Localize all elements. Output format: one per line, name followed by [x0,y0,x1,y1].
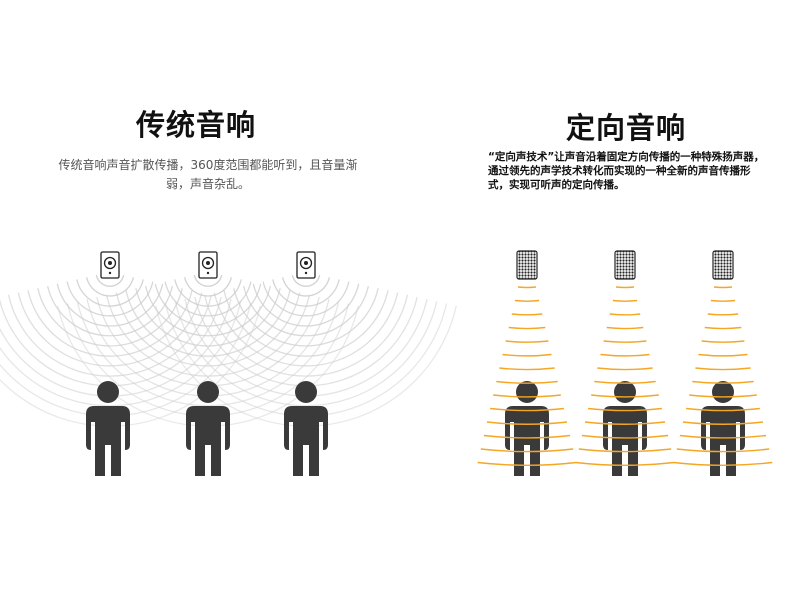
sound-wave-arc [262,281,350,317]
sound-beam-line [689,394,757,398]
sound-wave-arc [144,285,272,337]
sound-wave-arc [203,294,409,377]
sound-wave-arc [17,292,203,367]
sound-wave-arc [37,288,183,347]
speaker-array-icon [516,250,538,280]
sound-beam-line [490,407,564,412]
speaker-cone-icon [198,251,218,279]
sound-wave-arc [242,285,370,337]
speaker-cone-icon [296,251,316,279]
directional-speaker-3 [712,250,734,280]
sound-beam-line [679,434,767,439]
sound-wave-arc [174,279,242,307]
sound-beam-line [483,434,571,439]
sound-wave-arc [46,285,174,337]
sound-wave-arc [174,301,438,407]
sound-wave-arc [85,277,135,297]
sound-wave-arc [125,290,291,357]
sound-beam-line [588,407,662,412]
speaker-array-icon [614,250,636,280]
sound-beam-line [514,299,540,302]
sound-wave-arc [164,281,252,317]
sound-beam-line [701,340,745,343]
sound-beam-line [686,407,760,412]
traditional-speaker-3 [296,251,316,279]
directional-description: “定向声技术”让声音沿着固定方向传播的一种特殊扬声器，通过领先的声学技术转化而实… [488,151,765,191]
sound-wave-arc [76,279,144,307]
sound-beam-line [493,394,561,398]
sound-wave-arc [183,277,233,297]
sound-wave-arc [272,279,340,307]
sound-beam-line [704,326,742,330]
directional-speaker-1 [516,250,538,280]
sound-beam-line [695,367,751,371]
sound-wave-arc [115,292,301,367]
sound-wave-arc [233,288,379,347]
sound-wave-arc [76,301,340,407]
sound-wave-arc [252,283,360,327]
sound-wave-arc [291,274,321,287]
sound-beam-line [615,286,635,289]
sound-wave-arc [56,283,164,327]
sound-beam-line [496,380,558,384]
directional-speaker-2 [614,250,636,280]
sound-beam-line [581,434,669,439]
sound-beam-line [594,380,656,384]
person-icon [603,381,647,476]
sound-beam-line [609,313,641,316]
speaker-array-icon [712,250,734,280]
sound-wave-arc [135,288,281,347]
sound-beam-line [676,448,770,453]
sound-wave-arc [213,292,399,367]
traditional-speaker-2 [198,251,218,279]
sound-wave-arc [66,281,154,317]
directional-listeners [505,381,745,476]
sound-beam-line [612,299,638,302]
traditional-description: 传统音响声音扩散传播，360度范围都能听到，且音量渐弱，声音杂乱。 [58,158,358,191]
sound-beam-line [477,461,577,466]
sound-beam-line [673,461,773,466]
sound-beam-line [575,461,675,466]
sound-beam-line [713,286,733,289]
sound-beam-line [591,394,659,398]
sound-beam-line [707,313,739,316]
sound-wave-arc [105,294,311,377]
sound-beam-line [710,299,736,302]
sound-beam-line [698,353,748,357]
sound-wave-arc [95,274,125,287]
sound-beam-line [511,313,543,316]
sound-beam-line [502,353,552,357]
sound-wave-arc [7,294,213,377]
sound-beam-line [603,340,647,343]
sound-beam-line [505,340,549,343]
sound-wave-arc [223,290,389,357]
speaker-cone-icon [100,251,120,279]
sound-wave-arc [27,290,193,357]
sound-beam-line [692,380,754,384]
sound-beam-line [584,421,666,425]
sound-wave-arc [281,277,331,297]
traditional-sound-waves [0,274,457,427]
sound-beam-line [486,421,568,425]
sound-wave-arc [154,283,262,327]
sound-wave-arc [193,274,223,287]
sound-wave-arc [0,301,242,407]
person-icon [505,381,549,476]
sound-beam-line [517,286,537,289]
person-icon [701,381,745,476]
sound-beam-line [480,448,574,453]
sound-beam-line [508,326,546,330]
sound-beam-line [578,448,672,453]
traditional-title: 传统音响 [136,108,257,142]
directional-sound-beams [477,286,773,466]
sound-beam-line [600,353,650,357]
traditional-speaker-1 [100,251,120,279]
directional-title: 定向音响 [566,111,687,145]
sound-beam-line [682,421,764,425]
sound-beam-line [499,367,555,371]
sound-beam-line [597,367,653,371]
sound-beam-line [606,326,644,330]
